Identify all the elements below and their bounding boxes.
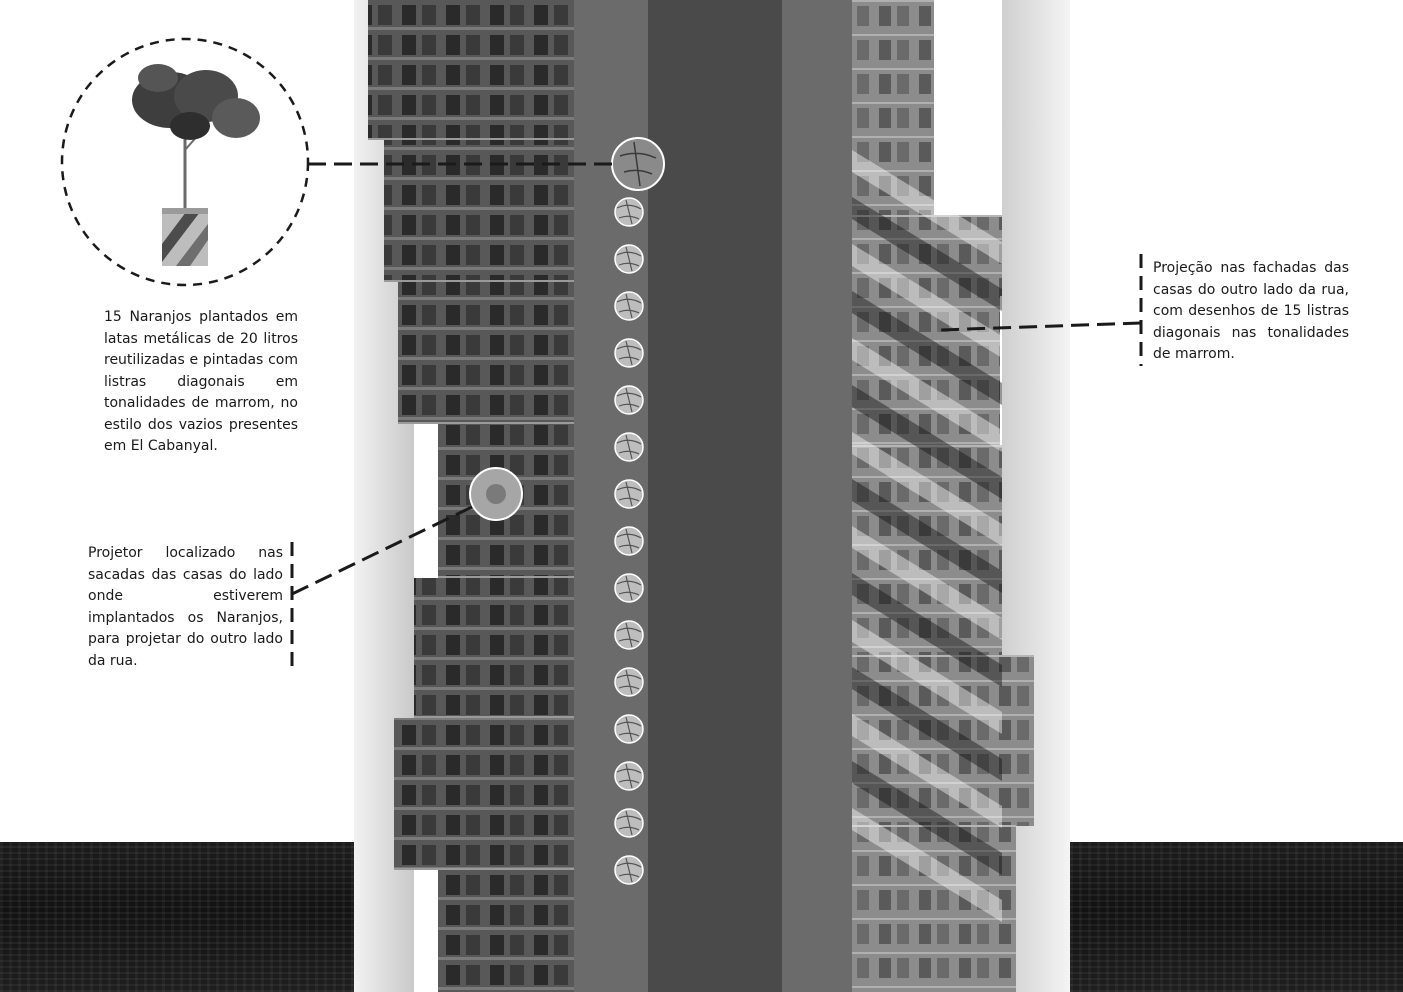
tree-plan-icon: [615, 668, 643, 696]
tree-plan-icon: [615, 527, 643, 555]
caption-projetor: Projetor localizado nas sacadas das casa…: [88, 543, 283, 672]
projector-icon: [470, 468, 522, 520]
tree-plan-marker: [612, 138, 664, 190]
tree-plan-icon: [615, 480, 643, 508]
orange-tree-row: [615, 198, 643, 884]
ground-photo-right: [1070, 842, 1403, 992]
sidewalk-right: [782, 0, 852, 992]
road: [648, 0, 782, 992]
tree-plan-icon: [615, 198, 643, 226]
tree-plan-icon: [615, 386, 643, 414]
tree-icon: [132, 64, 260, 210]
tree-plan-icon: [615, 621, 643, 649]
tree-plan-icon: [615, 574, 643, 602]
striped-can-icon: [162, 208, 208, 266]
tree-plan-icon: [615, 339, 643, 367]
tree-plan-icon: [615, 715, 643, 743]
ground-photo-left: [0, 842, 354, 992]
tree-plan-icon: [615, 292, 643, 320]
caption-projecao: Projeção nas fachadas das casas do outro…: [1153, 258, 1349, 366]
tree-plan-icon: [615, 245, 643, 273]
tree-plan-icon: [615, 809, 643, 837]
street-plan: [354, 0, 1070, 992]
caption-naranjos: 15 Naranjos plantados em latas metálicas…: [104, 307, 298, 458]
tree-plan-icon: [615, 433, 643, 461]
tree-plan-icon: [615, 762, 643, 790]
tree-plan-icon: [615, 856, 643, 884]
